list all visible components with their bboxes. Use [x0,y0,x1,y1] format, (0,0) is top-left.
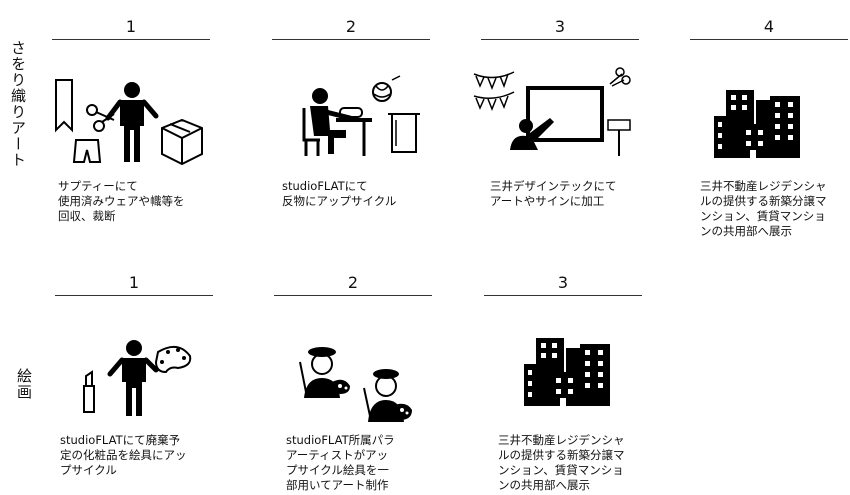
painting-step-2: 2 [274,273,432,296]
step-description: 三井不動産レジデンシャ ルの提供する新築分譲マ ンション、賃貸マンショ ンの共用… [700,179,827,238]
step-description: サプティーにて 使用済みウェアや幟等を 回収、裁断 [58,179,185,223]
step-description: 三井不動産レジデンシャ ルの提供する新築分譲マ ンション、賃貸マンショ ンの共用… [498,433,625,492]
step-divider [274,295,432,296]
presentation-icon [470,62,640,162]
painting-step-1: 1 [55,273,213,296]
step-number: 2 [345,17,357,36]
step-divider [690,39,848,40]
saori-step-2: 2 [272,17,430,40]
step-divider [484,295,642,296]
step-number: 3 [557,273,569,292]
step-divider [272,39,430,40]
step-divider [481,39,639,40]
step-number: 1 [128,273,140,292]
saori-step-4: 4 [690,17,848,40]
painting-step-3: 3 [484,273,642,296]
weaving-icon [296,74,426,160]
step-number: 3 [554,17,566,36]
saori-step-1: 1 [52,17,210,40]
step-divider [55,295,213,296]
row-label-painting: 絵画 [15,368,33,400]
cosmetics-paint-icon [82,336,194,416]
step-divider [52,39,210,40]
collect-cut-icon [52,66,212,172]
step-number: 4 [763,17,775,36]
step-description: 三井デザインテックにて アートやサインに加工 [490,179,617,208]
step-description: studioFLATにて廃棄予 定の化粧品を絵具にアッ プサイクル [60,433,187,477]
row-label-saori: さをり織りアート [9,40,27,168]
saori-step-3: 3 [481,17,639,40]
step-description: studioFLAT所属パラ アーティストがアッ プサイクル絵具を一 部用いてア… [286,433,395,492]
step-description: studioFLATにて 反物にアップサイクル [282,179,397,208]
step-number: 2 [347,273,359,292]
artists-icon [292,342,416,424]
buildings-icon [712,86,802,160]
buildings-icon [522,334,612,408]
step-number: 1 [125,17,137,36]
